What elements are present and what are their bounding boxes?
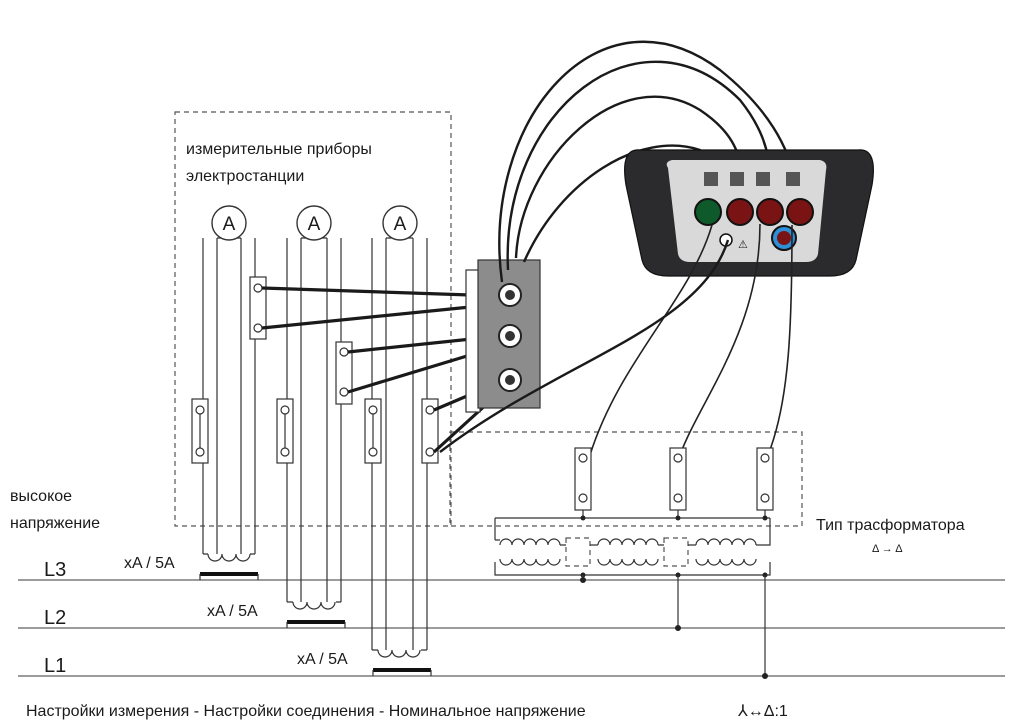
- analyzer-jack-grey-1: [704, 172, 718, 186]
- ct-primary-l1-drop: [372, 670, 432, 676]
- high-voltage-label-1: высокое: [10, 488, 72, 505]
- high-voltage-label-2: напряжение: [10, 515, 100, 532]
- analyzer-jack-red-4: [777, 231, 791, 245]
- transformer-type-symbol: Δ → Δ: [872, 543, 903, 555]
- ct-loop-l2: [286, 237, 342, 610]
- ammeter-2: A: [296, 205, 332, 241]
- voltage-lead-2: [679, 223, 761, 456]
- analyzer-warning-mark: ⚠: [738, 239, 748, 251]
- power-analyzer: ⚠: [624, 149, 874, 277]
- lead-clip-l3-a: [261, 286, 501, 298]
- ct-ratio-l1: xA / 5A: [297, 651, 348, 668]
- vt-terminal-1: [574, 447, 592, 511]
- phase-label-l2: L2: [44, 607, 66, 629]
- analyzer-jack-red-2: [756, 198, 784, 226]
- terminal-block: [465, 259, 541, 413]
- ammeter-3: A: [382, 205, 418, 241]
- analyzer-jack-red-3: [786, 198, 814, 226]
- vt-terminal-3: [756, 447, 774, 511]
- lead-clip-l3-b: [261, 302, 501, 330]
- transformer-type-label: Тип трасформатора: [816, 517, 965, 534]
- ammeter-1: A: [211, 205, 247, 241]
- ct-primary-l3-drop: [199, 574, 259, 580]
- analyzer-jack-green: [694, 198, 722, 226]
- ct-primary-l2-drop: [286, 622, 346, 628]
- cable-1: [498, 40, 798, 283]
- clip-l3-upper: [249, 276, 267, 340]
- link-block-1: [191, 398, 209, 464]
- junction-l2: [675, 625, 681, 631]
- ct-ratio-l3: xA / 5A: [124, 555, 175, 572]
- voltage-lead-block-2: [439, 239, 730, 453]
- caption-text: Настройки измерения - Настройки соединен…: [26, 703, 586, 720]
- meters-group-label-2: электростанции: [186, 168, 304, 185]
- vt-terminal-2: [669, 447, 687, 511]
- link-block-4: [421, 398, 439, 464]
- cable-2: [506, 60, 772, 271]
- voltage-lead-3: [767, 224, 793, 456]
- link-block-3: [364, 398, 382, 464]
- analyzer-jack-grey-4: [786, 172, 800, 186]
- meters-enclosure: [174, 111, 452, 527]
- analyzer-jack-red-1: [726, 198, 754, 226]
- cable-3: [514, 95, 746, 259]
- junction-l1: [762, 673, 768, 679]
- svg-text:A: A: [394, 214, 407, 235]
- voltage-transformer: [494, 510, 771, 578]
- clip-l2-upper: [335, 341, 353, 405]
- svg-text:A: A: [223, 214, 236, 235]
- ct-ratio-l2: xA / 5A: [207, 603, 258, 620]
- caption-symbol: ⅄↔Δ:1: [737, 703, 788, 720]
- analyzer-jack-grey-3: [756, 172, 770, 186]
- analyzer-jack-grey-2: [730, 172, 744, 186]
- transformer-enclosure: [449, 431, 803, 527]
- phase-label-l3: L3: [44, 559, 66, 581]
- svg-text:A: A: [308, 214, 321, 235]
- meters-group-label-1: измерительные приборы: [186, 141, 372, 158]
- junction-l3: [580, 577, 586, 583]
- link-block-2: [276, 398, 294, 464]
- phase-label-l1: L1: [44, 655, 66, 677]
- ct-loop-l3: [202, 237, 256, 562]
- voltage-lead-1: [589, 224, 713, 456]
